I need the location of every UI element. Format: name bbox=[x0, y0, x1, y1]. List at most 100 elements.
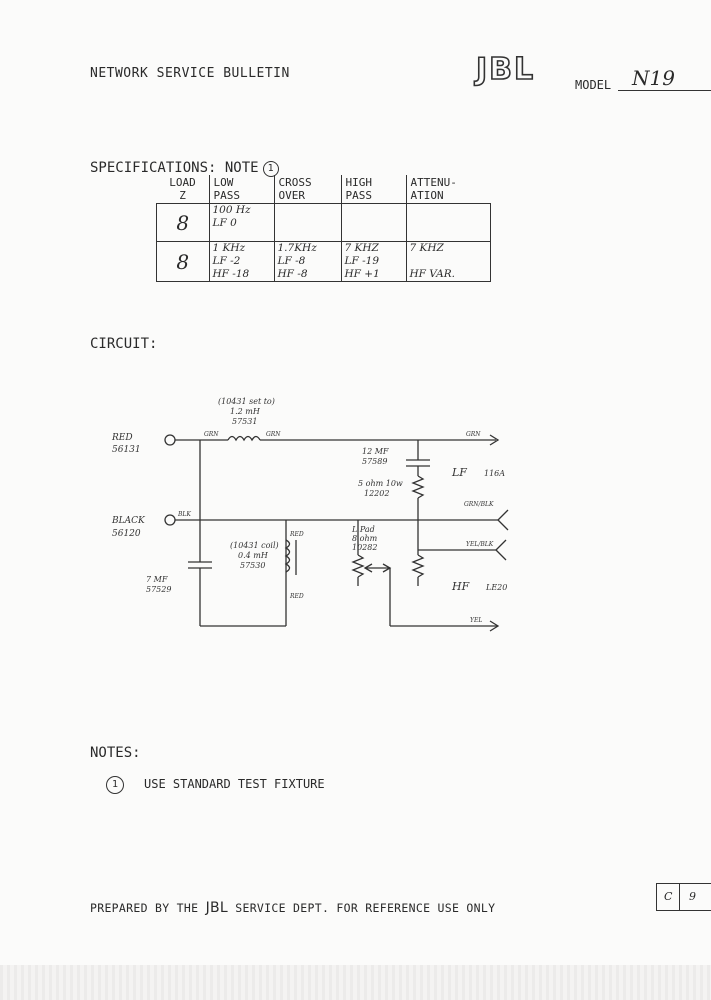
row2-high-freq: 7 KHZ bbox=[344, 242, 379, 254]
row1-low-lf: LF 0 bbox=[212, 217, 237, 229]
black-terminal-label: BLACK bbox=[111, 516, 146, 526]
row2-high-lf: LF -19 bbox=[344, 255, 380, 267]
model-value: N19 bbox=[618, 66, 711, 91]
inductor-mid-icon bbox=[284, 539, 291, 573]
inductor-top-part: 57531 bbox=[232, 417, 257, 426]
row2-low-hf: HF -18 bbox=[212, 268, 250, 280]
svg-text:RED: RED bbox=[111, 433, 133, 443]
svg-text:57589: 57589 bbox=[362, 457, 387, 466]
row2-high-hf: HF +1 bbox=[344, 268, 380, 280]
spec-row-2: 8 1 KHz LF -2 HF -18 1.7KHz LF -8 HF -8 … bbox=[156, 241, 491, 282]
hf-label: HF bbox=[451, 580, 470, 593]
header-low-pass: LOW PASS bbox=[208, 175, 274, 204]
row2-load: 8 bbox=[156, 241, 210, 282]
row2-atten-freq: 7 KHZ bbox=[409, 242, 444, 254]
header-low-line1: LOW bbox=[213, 176, 234, 189]
row1-high-pass bbox=[340, 203, 407, 242]
resistor-right-value: 5 ohm 10w bbox=[358, 479, 403, 488]
svg-text:116A: 116A bbox=[484, 469, 505, 478]
header-high-line2: PASS bbox=[345, 189, 373, 202]
row2-low-lf: LF -2 bbox=[212, 255, 241, 267]
svg-text:8 ohm: 8 ohm bbox=[352, 534, 378, 543]
row2-low-freq: 1 KHz bbox=[212, 242, 246, 254]
wire-red-1: RED bbox=[289, 531, 304, 538]
footer-disclaimer: PREPARED BY THE JBL SERVICE DEPT. FOR RE… bbox=[90, 900, 495, 916]
row1-low-pass: 100 Hz LF 0 bbox=[208, 203, 275, 242]
svg-text:12202: 12202 bbox=[364, 489, 389, 498]
black-terminal-icon bbox=[164, 514, 176, 526]
page-section: C bbox=[664, 890, 673, 903]
svg-text:YEL/BLK: YEL/BLK bbox=[466, 541, 494, 548]
red-terminal-part: 56131 bbox=[112, 445, 141, 455]
out-yel-label: YEL bbox=[470, 617, 482, 624]
wire-blk: BLK bbox=[177, 511, 191, 518]
svg-text:5 ohm 10w: 5 ohm 10w bbox=[358, 479, 403, 488]
svg-text:(10431 coil): (10431 coil) bbox=[230, 541, 279, 550]
header-cross-line2: OVER bbox=[278, 189, 306, 202]
svg-text:56131: 56131 bbox=[112, 445, 141, 455]
row2-atten-hf: HF VAR. bbox=[409, 268, 455, 280]
resistor-hf-icon bbox=[411, 554, 425, 578]
svg-text:(10431 set to): (10431 set to) bbox=[218, 397, 275, 406]
out-grn-label: GRN bbox=[466, 431, 481, 438]
svg-text:56120: 56120 bbox=[112, 529, 141, 539]
red-terminal-icon bbox=[164, 434, 176, 446]
header-load-line1: LOAD bbox=[169, 176, 196, 189]
row2-high-pass: 7 KHZ LF -19 HF +1 bbox=[340, 241, 407, 282]
cap-right-value: 12 MF bbox=[362, 447, 389, 456]
svg-text:7 MF: 7 MF bbox=[146, 575, 168, 584]
header-high-pass: HIGH PASS bbox=[340, 175, 406, 204]
svg-text:LF: LF bbox=[451, 466, 467, 479]
header-low-line2: PASS bbox=[213, 189, 241, 202]
resistor-right-icon bbox=[411, 475, 425, 499]
bulletin-title: NETWORK SERVICE BULLETIN bbox=[90, 66, 290, 81]
svg-text:GRN/BLK: GRN/BLK bbox=[464, 501, 494, 508]
wire-grn-left: GRN bbox=[204, 431, 219, 438]
svg-text:RED: RED bbox=[289, 593, 304, 600]
row1-load: 8 bbox=[156, 203, 210, 242]
crossover-schematic: RED 56131 BLACK 56120 (10431 set to) 1.2… bbox=[111, 397, 509, 632]
pot-value: 8 ohm bbox=[352, 534, 378, 543]
svg-text:RED: RED bbox=[289, 531, 304, 538]
page-number-box: C 9 bbox=[656, 883, 711, 911]
page-box-divider bbox=[679, 884, 680, 910]
circuit-title: CIRCUIT: bbox=[90, 336, 158, 352]
wire-red-2: RED bbox=[289, 593, 304, 600]
footer-brand: JBL bbox=[205, 900, 229, 916]
notes-title: NOTES: bbox=[90, 745, 141, 761]
header-atten-line1: ATTENU- bbox=[410, 176, 457, 189]
svg-text:57531: 57531 bbox=[232, 417, 257, 426]
row2-atten-blank bbox=[410, 255, 488, 268]
note-number-circle: 1 bbox=[106, 776, 124, 794]
page-number: 9 bbox=[689, 890, 696, 903]
red-terminal-label: RED bbox=[111, 433, 133, 443]
svg-text:LE20: LE20 bbox=[485, 583, 507, 592]
out-grnblk-label: GRN/BLK bbox=[464, 501, 494, 508]
jbl-logo: JBL bbox=[475, 52, 536, 87]
header-cross-over: CROSS OVER bbox=[273, 175, 341, 204]
header-high-line1: HIGH bbox=[345, 176, 373, 189]
row2-cross-lf: LF -8 bbox=[277, 255, 306, 267]
row2-attenuation: 7 KHZ HF VAR. bbox=[405, 241, 491, 282]
cap-left-value: 7 MF bbox=[146, 575, 168, 584]
model-label: MODEL bbox=[575, 78, 612, 92]
header-load-line2: Z bbox=[179, 189, 186, 202]
svg-text:BLACK: BLACK bbox=[111, 516, 146, 526]
pot-part: 10282 bbox=[352, 543, 377, 552]
wire-grn-top: GRN bbox=[266, 431, 281, 438]
svg-text:57529: 57529 bbox=[146, 585, 171, 594]
cap-left-part: 57529 bbox=[146, 585, 171, 594]
row2-cross-hf: HF -8 bbox=[277, 268, 308, 280]
svg-text:GRN: GRN bbox=[466, 431, 481, 438]
pot-label: L Pad bbox=[351, 525, 375, 534]
inductor-top-value: 1.2 mH bbox=[230, 407, 261, 416]
inductor-mid-part: 57530 bbox=[240, 561, 265, 570]
row2-cross-over: 1.7KHz LF -8 HF -8 bbox=[273, 241, 342, 282]
cap-right-part: 57589 bbox=[362, 457, 387, 466]
spec-row-1: 8 100 Hz LF 0 bbox=[156, 203, 491, 242]
svg-text:0.4 mH: 0.4 mH bbox=[238, 551, 269, 560]
svg-text:10282: 10282 bbox=[352, 543, 377, 552]
scan-edge-band bbox=[0, 965, 711, 1000]
inductor-mid-value: 0.4 mH bbox=[238, 551, 269, 560]
